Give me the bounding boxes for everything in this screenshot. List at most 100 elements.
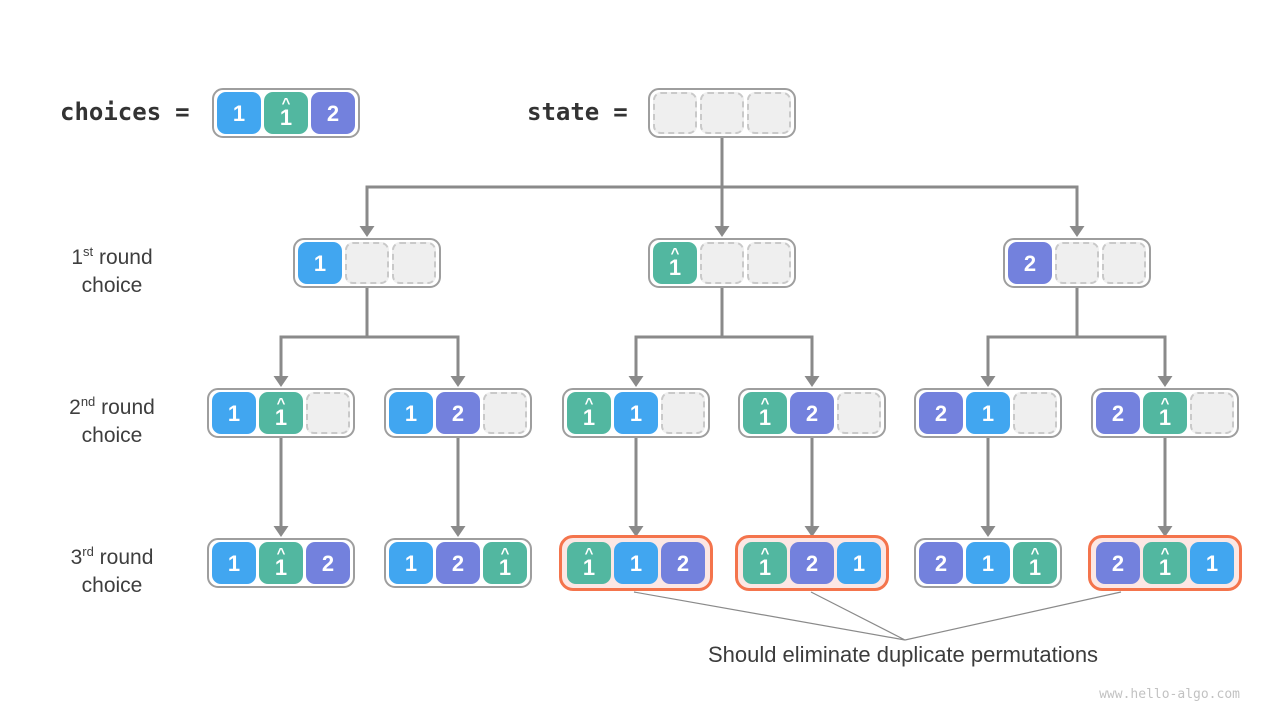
- element-value: 1: [668, 254, 682, 280]
- round-word: round: [95, 396, 155, 419]
- element-value: 1: [274, 404, 288, 430]
- round-number: 3: [70, 546, 83, 569]
- hat-mark: ^: [1030, 544, 1040, 562]
- element-cell-two: 2: [306, 542, 350, 584]
- element-value: 2: [451, 550, 465, 576]
- hat-mark: ^: [281, 94, 291, 112]
- empty-slot: [1055, 242, 1099, 284]
- element-cell-two: 2: [1096, 542, 1140, 584]
- node-r1-3: 2: [1003, 238, 1151, 288]
- node-r3-4-duplicate: ^1 2 1: [735, 535, 889, 591]
- element-value: 1: [758, 554, 772, 580]
- element-cell-one-hat: ^1: [264, 92, 308, 134]
- element-value: 2: [1111, 400, 1125, 426]
- element-cell-one: 1: [298, 242, 342, 284]
- empty-slot: [700, 242, 744, 284]
- empty-slot: [1102, 242, 1146, 284]
- element-value: 1: [981, 550, 995, 576]
- choices-label-text: choices: [60, 98, 162, 126]
- element-cell-one-hat: ^1: [653, 242, 697, 284]
- element-value: 1: [404, 400, 418, 426]
- hat-mark: ^: [1160, 544, 1170, 562]
- element-cell-one-hat: ^1: [1143, 392, 1187, 434]
- element-cell-one-hat: ^1: [567, 542, 611, 584]
- hat-mark: ^: [276, 394, 286, 412]
- element-value: 1: [1158, 404, 1172, 430]
- round-number: 2: [69, 396, 81, 419]
- tree-branch-lines: [279, 136, 1167, 527]
- element-cell-one-hat: ^1: [743, 542, 787, 584]
- element-cell-one: 1: [212, 542, 256, 584]
- element-cell-one-hat: ^1: [483, 542, 527, 584]
- empty-slot: [345, 242, 389, 284]
- element-value: 2: [934, 550, 948, 576]
- choices-label: choices =: [60, 88, 190, 136]
- row-label-round-3: 3rd round choice: [32, 538, 192, 600]
- element-cell-two: 2: [919, 542, 963, 584]
- choice-word: choice: [81, 424, 143, 447]
- element-value: 1: [852, 550, 866, 576]
- empty-slot: [661, 392, 705, 434]
- hat-mark: ^: [584, 544, 594, 562]
- row-label-round-2: 2nd round choice: [32, 388, 192, 450]
- round-ordinal-suffix: nd: [80, 394, 96, 409]
- element-cell-two: 2: [790, 392, 834, 434]
- empty-slot: [1190, 392, 1234, 434]
- element-value: 2: [805, 550, 819, 576]
- element-cell-one: 1: [1190, 542, 1234, 584]
- element-cell-one: 1: [389, 542, 433, 584]
- element-value: 2: [676, 550, 690, 576]
- element-cell-one: 1: [966, 392, 1010, 434]
- round-word: round: [93, 246, 153, 269]
- element-cell-one: 1: [966, 542, 1010, 584]
- element-value: 2: [1023, 250, 1037, 276]
- element-cell-one-hat: ^1: [1013, 542, 1057, 584]
- element-value: 2: [321, 550, 335, 576]
- element-value: 2: [451, 400, 465, 426]
- element-value: 1: [274, 554, 288, 580]
- duplicate-callout-lines: [633, 591, 1122, 641]
- element-cell-two: 2: [790, 542, 834, 584]
- element-cell-one: 1: [614, 542, 658, 584]
- element-value: 1: [582, 554, 596, 580]
- element-value: 1: [629, 400, 643, 426]
- element-value: 2: [326, 100, 340, 126]
- element-value: 1: [1158, 554, 1172, 580]
- empty-slot: [1013, 392, 1057, 434]
- element-value: 1: [981, 400, 995, 426]
- hat-mark: ^: [276, 544, 286, 562]
- element-cell-two: 2: [436, 542, 480, 584]
- empty-slot: [837, 392, 881, 434]
- element-cell-one: 1: [389, 392, 433, 434]
- choices-equals-sign: =: [175, 98, 190, 126]
- element-cell-one-hat: ^1: [1143, 542, 1187, 584]
- hat-mark: ^: [1160, 394, 1170, 412]
- empty-slot: [392, 242, 436, 284]
- element-value: 1: [279, 104, 293, 130]
- element-value: 1: [758, 404, 772, 430]
- element-cell-one: 1: [217, 92, 261, 134]
- round-word: round: [93, 546, 154, 569]
- element-value: 1: [313, 250, 327, 276]
- empty-slot: [747, 92, 791, 134]
- element-cell-one: 1: [212, 392, 256, 434]
- element-cell-one-hat: ^1: [259, 542, 303, 584]
- hat-mark: ^: [670, 244, 680, 262]
- row-label-round-1: 1st round choice: [32, 238, 192, 300]
- element-value: 2: [1111, 550, 1125, 576]
- element-value: 1: [404, 550, 418, 576]
- empty-slot: [653, 92, 697, 134]
- element-cell-two: 2: [436, 392, 480, 434]
- element-value: 1: [227, 400, 241, 426]
- element-cell-two: 2: [311, 92, 355, 134]
- node-r3-5: 2 1 ^1: [914, 538, 1062, 588]
- element-value: 1: [1205, 550, 1219, 576]
- empty-slot: [483, 392, 527, 434]
- element-value: 2: [934, 400, 948, 426]
- state-label: state =: [527, 88, 628, 136]
